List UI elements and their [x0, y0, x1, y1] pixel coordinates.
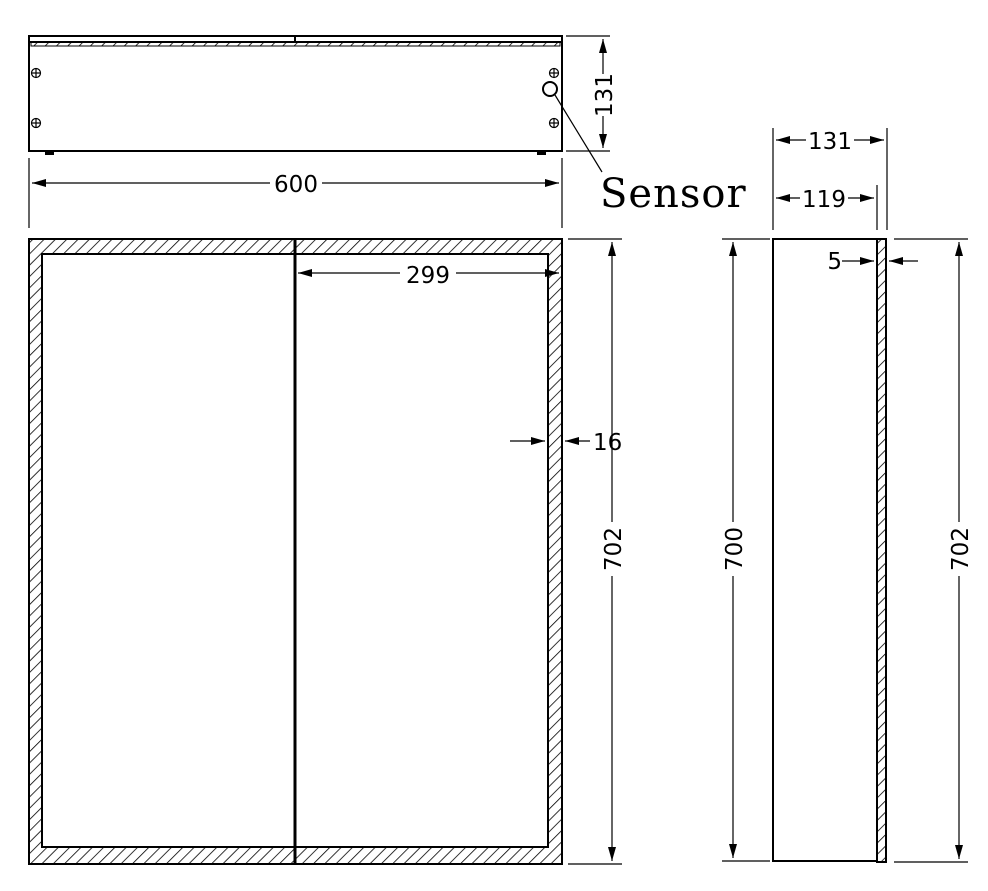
sensor-label: Sensor [600, 171, 747, 217]
side-height-dimension: 702 [948, 527, 974, 571]
side-view-body [772, 238, 878, 862]
door-width-dimension: 299 [406, 263, 450, 289]
screw-icon [30, 117, 42, 129]
screw-icon [548, 117, 560, 129]
sensor-leader-line [554, 94, 603, 173]
screw-icon [548, 67, 560, 79]
side-view: 131 119 5 700 702 [720, 127, 974, 863]
sensor-icon [542, 81, 558, 97]
body-depth-dimension: 119 [802, 187, 846, 213]
top-view-body [28, 35, 563, 152]
screw-icon [30, 67, 42, 79]
top-view-glass-strip [30, 41, 561, 47]
side-depth-dimension: 131 [808, 129, 852, 155]
top-view-foot-left [45, 151, 54, 155]
top-view-foot-right [537, 151, 546, 155]
top-depth-dimension: 131 [592, 73, 618, 117]
front-view: 299 16 702 [28, 238, 627, 865]
top-view: Sensor 131 [28, 35, 747, 217]
body-height-dimension: 700 [722, 527, 748, 571]
front-height-dimension: 702 [601, 527, 627, 571]
frame-dimension: 16 [593, 430, 622, 456]
width-dimension-text: 600 [274, 172, 318, 198]
width-dimension: 600 [28, 158, 563, 228]
glass-dimension: 5 [827, 249, 842, 275]
side-view-glass [876, 238, 887, 863]
